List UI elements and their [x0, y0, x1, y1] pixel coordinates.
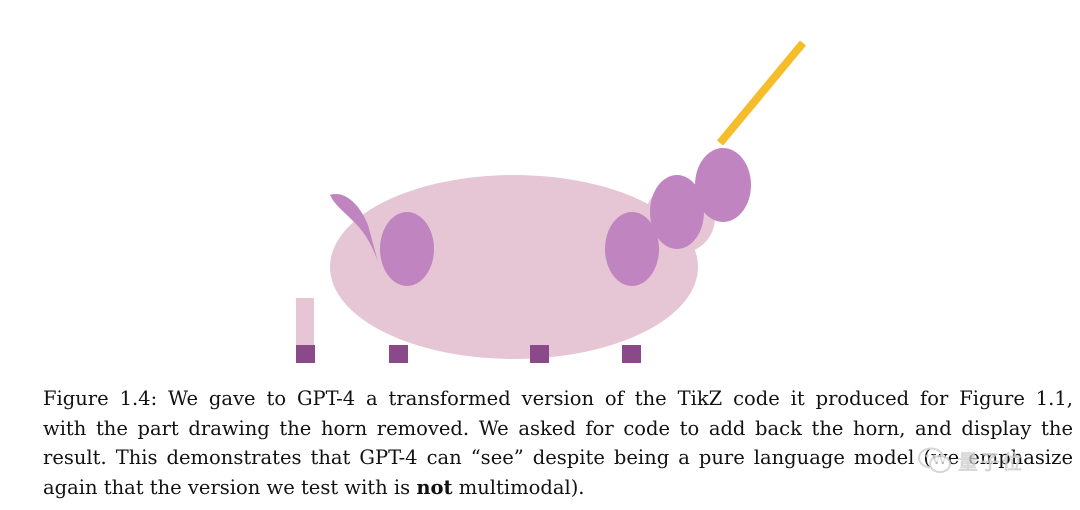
leg-stub — [296, 298, 314, 346]
foot — [622, 345, 641, 363]
caption-bold-word: not — [416, 475, 453, 499]
caption-line-4: again that the version we test with is n… — [43, 473, 1073, 503]
circle-neck — [650, 175, 704, 249]
watermark: 量子位 — [918, 446, 1024, 475]
circle-head — [695, 148, 751, 222]
tail-shape — [330, 194, 378, 262]
caption-line-2: with the part drawing the horn removed. … — [43, 416, 1073, 440]
circle-rear — [380, 212, 434, 286]
caption-text: again that the version we test with is — [43, 475, 417, 499]
wechat-icon — [918, 447, 951, 473]
foot — [389, 345, 408, 363]
circle-front — [605, 212, 659, 286]
horn-line — [716, 40, 807, 146]
caption-text: multimodal). — [452, 475, 585, 499]
caption-line-1: Figure 1.4: We gave to GPT-4 a transform… — [43, 387, 1073, 410]
unicorn-figure — [296, 40, 807, 363]
foot — [530, 345, 549, 363]
foot — [296, 345, 315, 363]
watermark-text: 量子位 — [958, 450, 1024, 474]
figure-caption: Figure 1.4: We gave to GPT-4 a transform… — [43, 384, 1073, 502]
caption-line-3: result. This demonstrates that GPT-4 can… — [43, 446, 1073, 469]
